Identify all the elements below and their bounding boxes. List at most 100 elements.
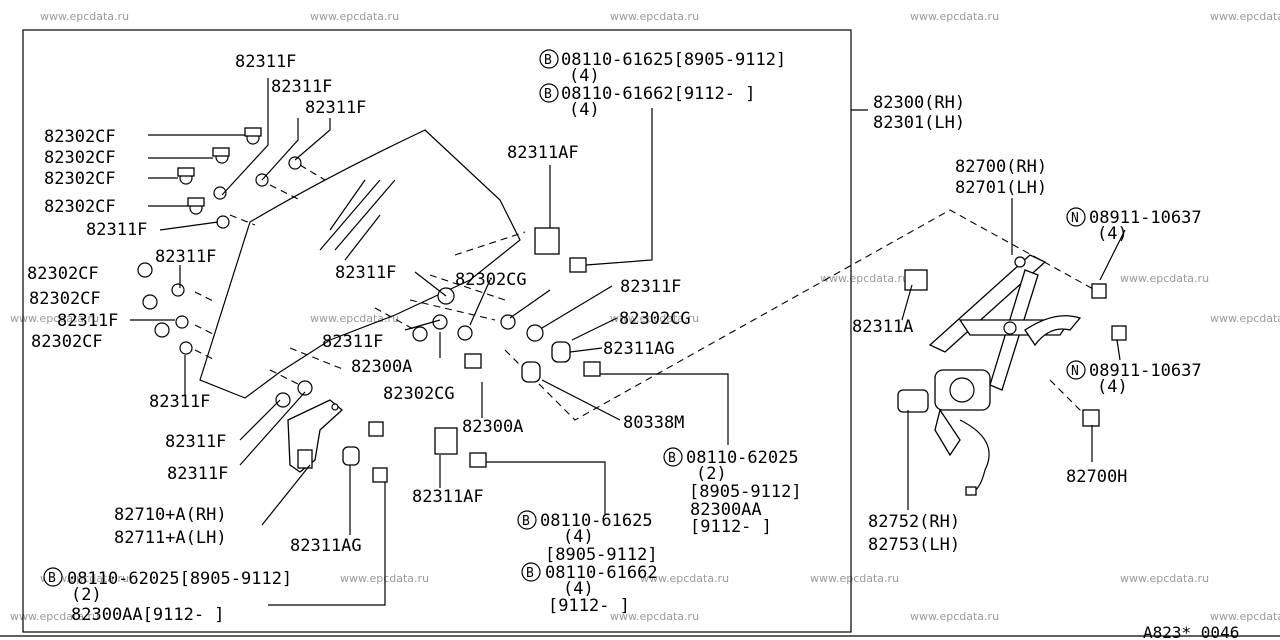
- part-label: (2): [696, 464, 727, 484]
- part-label: 82300AA: [690, 500, 762, 520]
- part-label: 82302CF: [44, 197, 116, 217]
- part-label: 82302CF: [44, 169, 116, 189]
- part-label: 82311AG: [290, 536, 362, 556]
- part-label: 82311F: [305, 98, 366, 118]
- watermark: www.epcdata.ru: [1120, 572, 1209, 585]
- part-label: 08110-61625[8905-9112]: [561, 50, 786, 70]
- part-label: [8905-9112]: [545, 545, 658, 565]
- watermark-layer: www.epcdata.ru www.epcdata.ru www.epcdat…: [10, 10, 1280, 623]
- part-label: [8905-9112]: [689, 482, 802, 502]
- part-label: 82300A: [462, 417, 523, 437]
- part-label: 82752(RH): [868, 512, 960, 532]
- watermark: www.epcdata.ru: [910, 610, 999, 623]
- svg-text:B: B: [526, 566, 534, 581]
- part-label: (4): [1097, 377, 1128, 397]
- part-label: 82301(LH): [873, 113, 965, 133]
- part-label: [9112- ]: [690, 517, 772, 537]
- watermark: www.epcdata.ru: [40, 10, 129, 23]
- part-label: 82302CF: [44, 148, 116, 168]
- part-label: 82311F: [57, 311, 118, 331]
- part-label: (4): [569, 100, 600, 120]
- part-label: 82700(RH): [955, 157, 1047, 177]
- svg-text:B: B: [48, 571, 56, 586]
- part-label: 82300AA[9112- ]: [71, 605, 225, 625]
- part-label: (4): [1097, 224, 1128, 244]
- bolt-symbol-icon: [539, 49, 559, 69]
- part-label: 08110-61662: [545, 563, 658, 583]
- part-label: 82311F: [335, 263, 396, 283]
- part-label: 82302CF: [44, 127, 116, 147]
- watermark: www.epcdata.ru: [1210, 610, 1280, 623]
- watermark: www.epcdata.ru: [610, 312, 699, 325]
- bolt-symbol-icon: [521, 562, 541, 582]
- callout-labels: 82311F 82311F 82311F 82302CF 82302CF 823…: [27, 50, 1202, 625]
- window-regulator: [897, 254, 1127, 496]
- watermark: www.epcdata.ru: [1210, 312, 1280, 325]
- svg-text:B: B: [522, 514, 530, 529]
- watermark: www.epcdata.ru: [1120, 272, 1209, 285]
- part-label: 82311F: [620, 277, 681, 297]
- part-label: [9112- ]: [548, 596, 630, 616]
- nut-symbol-icon: [1066, 360, 1086, 380]
- watermark: www.epcdata.ru: [610, 10, 699, 23]
- part-label: 82300(RH): [873, 93, 965, 113]
- part-label: 82311AF: [507, 143, 579, 163]
- watermark: www.epcdata.ru: [1210, 10, 1280, 23]
- small-parts: [137, 127, 601, 483]
- watermark: www.epcdata.ru: [810, 572, 899, 585]
- watermark: www.epcdata.ru: [640, 572, 729, 585]
- fastener-symbols: B B B B B B N N: [43, 49, 1086, 587]
- part-label: 82311F: [322, 332, 383, 352]
- part-label: 82302CF: [27, 264, 99, 284]
- part-label: 82311F: [165, 432, 226, 452]
- part-label: 82700H: [1066, 467, 1127, 487]
- part-label: 80338M: [623, 413, 684, 433]
- part-label: 08110-61662[9112- ]: [561, 84, 755, 104]
- part-label: 82302CG: [455, 270, 527, 290]
- part-label: 82302CG: [383, 384, 455, 404]
- watermark: www.epcdata.ru: [820, 272, 909, 285]
- watermark: www.epcdata.ru: [10, 610, 99, 623]
- part-label: 82710+A(RH): [114, 505, 227, 525]
- part-label: 82302CG: [619, 309, 691, 329]
- part-label: (4): [563, 579, 594, 599]
- watermark: www.epcdata.ru: [910, 10, 999, 23]
- svg-text:B: B: [544, 87, 552, 102]
- bolt-symbol-icon: [663, 447, 683, 467]
- part-label: 82701(LH): [955, 178, 1047, 198]
- dashed-guides: [194, 164, 1096, 421]
- assembly-frame: [22, 29, 852, 633]
- leader-lines: [130, 78, 1126, 606]
- bolt-symbol-icon: [517, 510, 537, 530]
- part-label: 82311F: [155, 247, 216, 267]
- part-label: 82302CF: [31, 332, 103, 352]
- watermark: www.epcdata.ru: [10, 312, 99, 325]
- part-label: 08110-62025[8905-9112]: [67, 569, 292, 589]
- svg-text:N: N: [1071, 364, 1079, 379]
- part-label: (4): [569, 66, 600, 86]
- part-label: (2): [71, 585, 102, 605]
- part-label: 08911-10637: [1089, 361, 1202, 381]
- part-label: 82300A: [351, 357, 412, 377]
- part-label: 82311F: [235, 52, 296, 72]
- watermark: www.epcdata.ru: [310, 10, 399, 23]
- part-label: 82311F: [86, 220, 147, 240]
- svg-text:B: B: [668, 451, 676, 466]
- part-label: 82311AF: [412, 487, 484, 507]
- svg-text:N: N: [1071, 211, 1079, 226]
- part-label: (4): [563, 527, 594, 547]
- part-label: 82753(LH): [868, 535, 960, 555]
- part-label: 82302CF: [29, 289, 101, 309]
- door-glass: [199, 129, 521, 399]
- part-label: 08911-10637: [1089, 208, 1202, 228]
- svg-text:B: B: [544, 53, 552, 68]
- bolt-symbol-icon: [43, 567, 63, 587]
- watermark: www.epcdata.ru: [610, 610, 699, 623]
- part-label: 08110-62025: [686, 448, 799, 468]
- nut-symbol-icon: [1066, 207, 1086, 227]
- part-label: 82311F: [271, 77, 332, 97]
- bolt-symbol-icon: [539, 83, 559, 103]
- part-label: 82711+A(LH): [114, 528, 227, 548]
- part-label: 82311AG: [603, 339, 675, 359]
